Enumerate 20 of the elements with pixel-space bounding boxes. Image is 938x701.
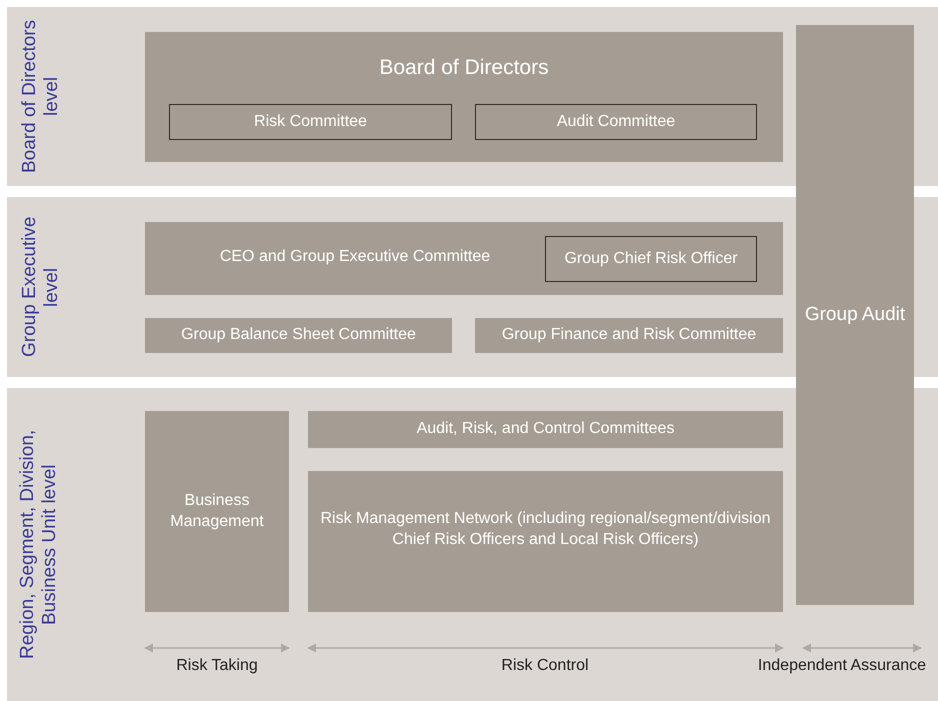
executive-panel	[145, 222, 783, 295]
committee-box: Group Finance and Risk Committee	[475, 318, 783, 353]
level-title: Region, Segment, Division, Business Unit level	[17, 428, 61, 662]
committee-box: Group Balance Sheet Committee	[145, 318, 452, 353]
range-label: Risk Control	[500, 657, 590, 675]
panel-text: CEO and Group Executive Committee	[218, 247, 492, 267]
range-label: Independent Assurance	[756, 657, 928, 675]
level-title: Group Executive level	[19, 216, 63, 360]
committee-box: Audit Committee	[475, 104, 757, 140]
committee-box: Audit, Risk, and Control Committees	[308, 411, 783, 448]
audit-column: Group Audit	[796, 25, 914, 605]
committee-box: Risk Committee	[169, 104, 452, 140]
panel-heading: Board of Directors	[378, 55, 550, 81]
committee-box: Group Chief Risk Officer	[545, 236, 757, 282]
function-panel: Risk Management Network (including regional/segment/division Chief Risk Officers and Local Risk Officers)	[308, 471, 783, 612]
level-band	[7, 388, 938, 701]
range-label: Risk Taking	[175, 657, 259, 675]
board-panel	[145, 32, 783, 162]
level-title: Board of Directors level	[19, 18, 63, 176]
function-panel: Business Management	[145, 411, 289, 612]
